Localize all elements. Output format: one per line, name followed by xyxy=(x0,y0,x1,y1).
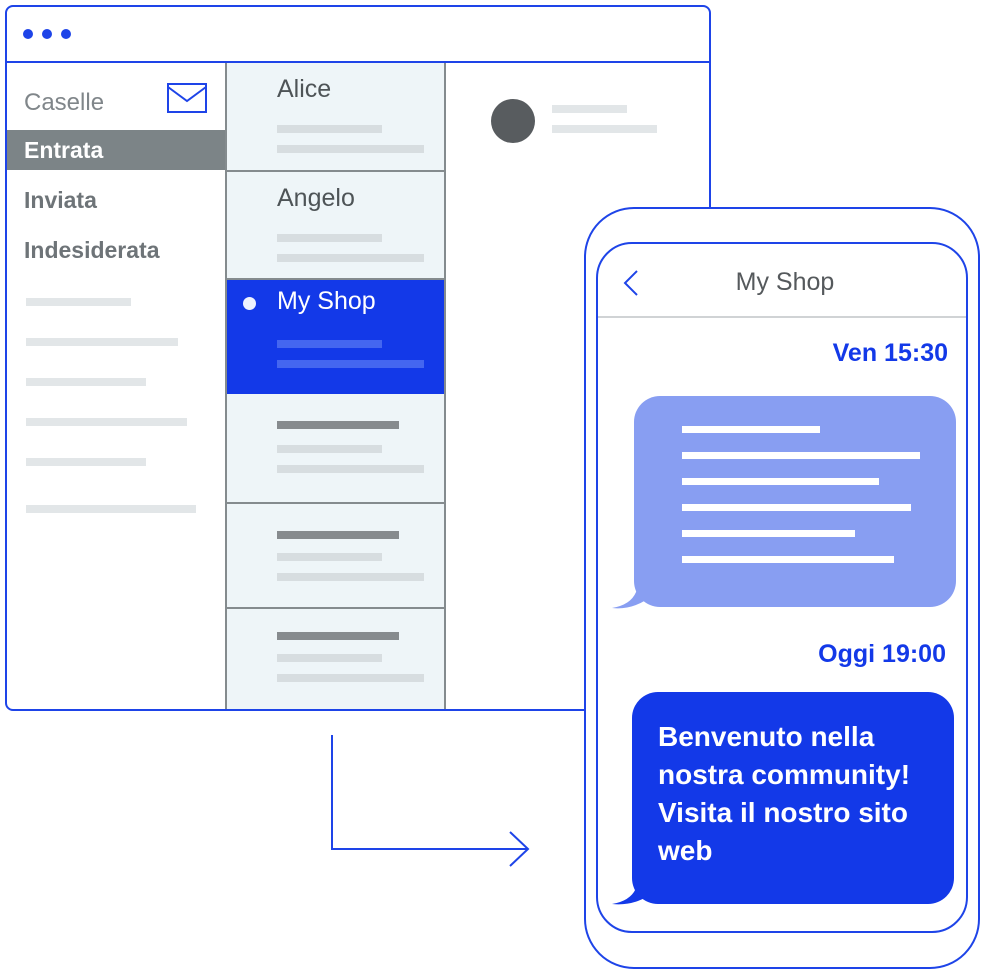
preview-line xyxy=(277,340,382,348)
reading-pane xyxy=(448,63,709,709)
message-sender: Angelo xyxy=(277,184,355,212)
preview-line xyxy=(277,125,382,133)
preview-line xyxy=(277,573,424,581)
preview-line xyxy=(277,553,382,561)
preview-line xyxy=(277,145,424,153)
sender-line xyxy=(277,531,399,539)
window-dot-icon[interactable] xyxy=(61,29,71,39)
phone-screen: My Shop Ven 15:30 Oggi 19:00 Benvenuto n… xyxy=(596,242,968,933)
chevron-left-icon[interactable] xyxy=(622,270,640,296)
bubble-tail xyxy=(612,574,646,609)
message-text-line xyxy=(682,530,855,537)
window-dot-icon[interactable] xyxy=(42,29,52,39)
placeholder-line xyxy=(552,105,627,113)
message-bubble: Benvenuto nella nostra community! Visita… xyxy=(632,692,954,904)
sidebar-item-inbox[interactable]: Entrata xyxy=(7,130,225,170)
sidebar-item-sent[interactable]: Inviata xyxy=(7,180,225,220)
unread-dot-icon xyxy=(243,297,256,310)
sidebar-item-spam[interactable]: Indesiderata xyxy=(7,230,225,270)
chat-header: My Shop xyxy=(598,244,966,318)
message-sender: Alice xyxy=(277,75,332,103)
message-row-alice[interactable]: Alice xyxy=(227,63,444,172)
message-timestamp: Oggi 19:00 xyxy=(818,640,946,668)
message-list: Alice Angelo My Shop xyxy=(225,63,446,709)
preview-line xyxy=(277,445,382,453)
placeholder-line xyxy=(552,125,657,133)
preview-line xyxy=(277,654,382,662)
message-row-my-shop[interactable]: My Shop xyxy=(227,280,444,394)
message-row[interactable] xyxy=(227,609,444,709)
placeholder-line xyxy=(26,378,146,386)
message-bubble-placeholder xyxy=(634,396,956,607)
message-text-line xyxy=(682,478,879,485)
sidebar-title: Caselle xyxy=(24,89,105,116)
message-text-line xyxy=(682,556,894,563)
message-row[interactable] xyxy=(227,504,444,609)
sender-line xyxy=(277,421,399,429)
preview-line xyxy=(277,360,424,368)
placeholder-line xyxy=(26,338,178,346)
message-sender: My Shop xyxy=(277,287,376,315)
sidebar-item-label: Indesiderata xyxy=(24,237,160,263)
placeholder-line xyxy=(26,458,146,466)
preview-line xyxy=(277,674,424,682)
message-row-angelo[interactable]: Angelo xyxy=(227,172,444,280)
message-row[interactable] xyxy=(227,394,444,504)
preview-line xyxy=(277,254,424,262)
placeholder-line xyxy=(26,418,187,426)
window-titlebar xyxy=(7,7,709,63)
flow-arrow-line xyxy=(331,848,528,850)
placeholder-line xyxy=(26,298,131,306)
sidebar-item-label: Entrata xyxy=(24,137,104,163)
message-text-line xyxy=(682,452,920,459)
window-dot-icon[interactable] xyxy=(23,29,33,39)
preview-line xyxy=(277,465,424,473)
mailbox-sidebar: Caselle Entrata Inviata Indesiderata xyxy=(7,63,225,709)
avatar xyxy=(491,99,535,143)
sidebar-item-label: Inviata xyxy=(24,187,97,213)
sender-line xyxy=(277,632,399,640)
flow-arrow-line xyxy=(331,735,333,850)
placeholder-line xyxy=(26,505,196,513)
mail-envelope-icon[interactable] xyxy=(167,83,207,113)
message-text: Benvenuto nella nostra community! Visita… xyxy=(658,721,911,866)
message-text-line xyxy=(682,504,911,511)
message-timestamp: Ven 15:30 xyxy=(832,339,948,367)
message-text-line xyxy=(682,426,820,433)
chat-title: My Shop xyxy=(735,268,835,296)
arrow-right-icon xyxy=(509,831,530,867)
preview-line xyxy=(277,234,382,242)
